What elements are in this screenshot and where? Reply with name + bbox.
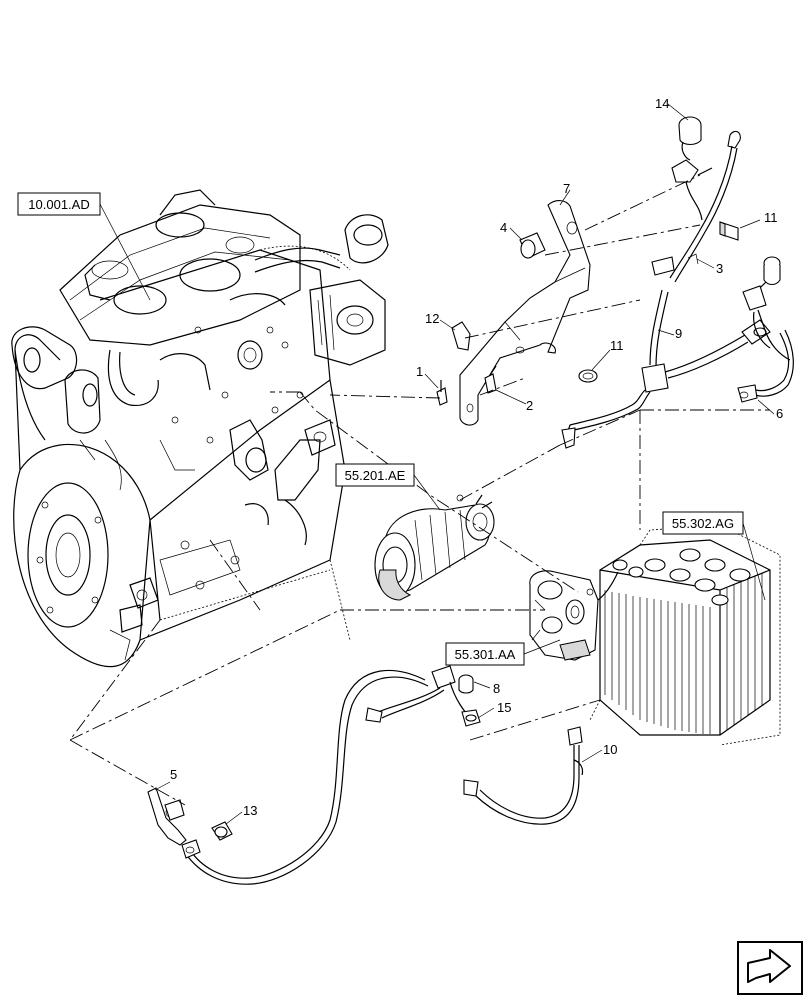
ground-cable-8 (181, 665, 481, 885)
ref-box-disconnect[interactable]: 55.301.AA (445, 639, 561, 666)
engine-assembly (11, 189, 389, 668)
callout-7: 7 (563, 181, 570, 196)
harness-9 (561, 116, 771, 449)
assembly-lines (69, 174, 770, 806)
ref-starter-label: 55.201.AE (345, 468, 406, 483)
starter-motor (374, 494, 495, 601)
battery-disconnect (529, 570, 599, 661)
bracket-7 (436, 200, 591, 426)
callouts: 14 7 4 11 3 12 9 11 1 2 6 8 15 10 5 13 (154, 96, 783, 825)
ref-box-battery[interactable]: 55.302.AG (662, 511, 766, 601)
cable-10 (463, 726, 584, 825)
callout-15: 15 (497, 700, 511, 715)
ref-box-engine[interactable]: 10.001.AD (17, 192, 151, 301)
callout-5: 5 (170, 767, 177, 782)
callout-3: 3 (716, 261, 723, 276)
bracket-5 (147, 787, 233, 846)
callout-1: 1 (416, 364, 423, 379)
callout-11-mid: 11 (610, 338, 624, 353)
callout-2: 2 (526, 398, 533, 413)
ref-battery-label: 55.302.AG (672, 516, 734, 531)
battery (589, 524, 781, 746)
callout-4: 4 (500, 220, 507, 235)
callout-8: 8 (493, 681, 500, 696)
cable-6 (737, 256, 794, 403)
callout-10: 10 (603, 742, 617, 757)
ref-engine-label: 10.001.AD (28, 197, 89, 212)
ref-disconnect-label: 55.301.AA (455, 647, 516, 662)
callout-9: 9 (675, 326, 682, 341)
callout-11-top: 11 (764, 210, 778, 225)
callout-12: 12 (425, 311, 439, 326)
next-page-arrow-icon[interactable] (737, 941, 803, 995)
callout-14: 14 (655, 96, 669, 111)
callout-6: 6 (776, 406, 783, 421)
ref-box-starter[interactable]: 55.201.AE (335, 463, 441, 511)
callout-13: 13 (243, 803, 257, 818)
